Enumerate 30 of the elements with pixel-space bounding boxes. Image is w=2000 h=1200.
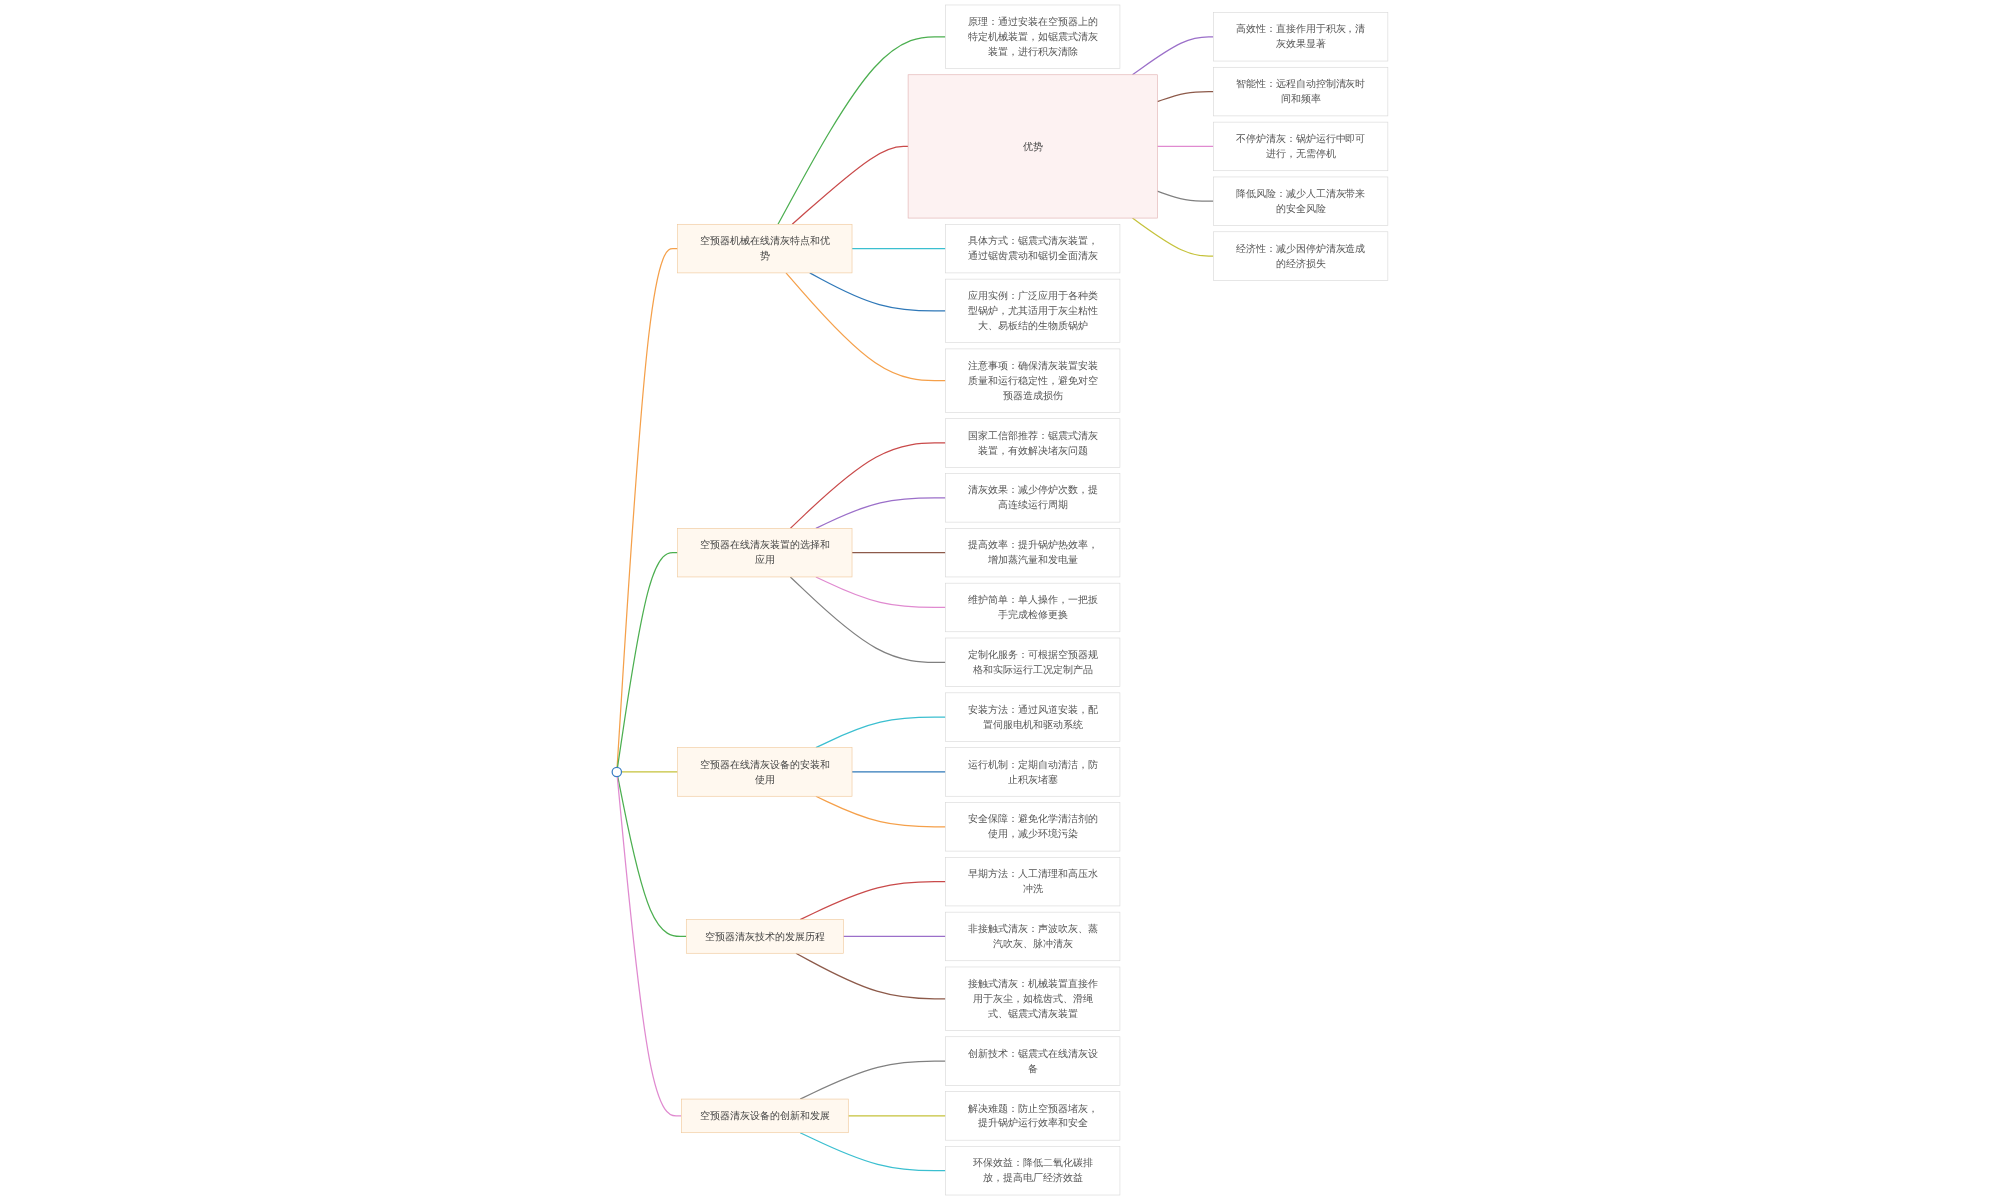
connector: [791, 145, 909, 225]
connector: [1156, 145, 1215, 148]
connector: [617, 775, 687, 938]
connector: [799, 881, 947, 921]
connector: [1156, 190, 1215, 202]
connector: [847, 1115, 947, 1117]
connector: [851, 771, 947, 773]
connector: [795, 952, 947, 1000]
connector: [616, 552, 679, 768]
connector: [616, 776, 682, 1117]
connector: [1131, 36, 1215, 76]
connector: [1131, 217, 1215, 257]
connector: [842, 935, 947, 938]
connector: [815, 497, 947, 529]
connector: [789, 442, 947, 529]
connector: [785, 272, 947, 382]
connector: [799, 1132, 947, 1172]
node-circle: [611, 766, 623, 778]
connector: [616, 247, 679, 768]
connector: [815, 716, 947, 749]
connector: [799, 1060, 947, 1100]
connector: [851, 552, 947, 554]
connector: [815, 576, 947, 609]
connector: [809, 272, 947, 312]
connector: [1156, 90, 1215, 103]
connector: [789, 576, 947, 663]
connector: [815, 795, 947, 828]
connector: [851, 247, 947, 250]
connector: [777, 36, 947, 225]
connector: [620, 771, 679, 773]
